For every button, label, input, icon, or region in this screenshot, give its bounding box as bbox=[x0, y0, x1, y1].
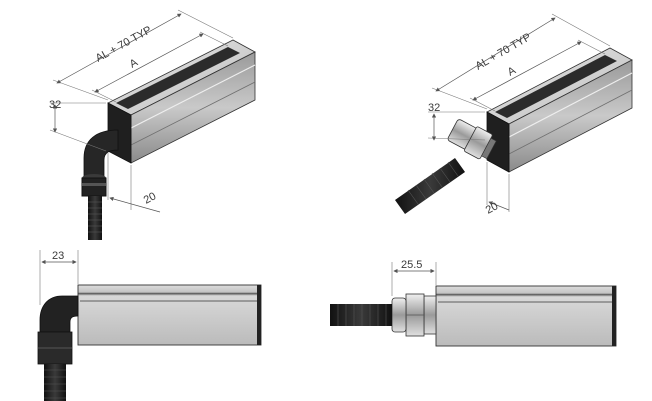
cable bbox=[395, 158, 465, 214]
cable bbox=[330, 304, 392, 326]
dim-total-length-label: AL + 70 TYP bbox=[94, 24, 154, 65]
housing-side bbox=[77, 284, 262, 346]
straight-gland bbox=[391, 293, 437, 337]
iso-view-elbow: AL + 70 TYP A 32 20 bbox=[49, 9, 256, 240]
elbow-nut bbox=[81, 177, 107, 197]
iso-view-straight: AL + 70 TYP A 32 20 bbox=[395, 13, 633, 217]
dim-height-label: 32 bbox=[49, 99, 61, 111]
straight-gland bbox=[447, 119, 497, 160]
dim-total-length-label: AL + 70 TYP bbox=[474, 31, 534, 72]
dim-offset-label: 25.5 bbox=[401, 259, 422, 271]
cable bbox=[88, 196, 102, 240]
side-view-elbow: 23 bbox=[37, 250, 262, 401]
dim-offset-label: 23 bbox=[52, 250, 64, 262]
housing-side bbox=[435, 285, 617, 347]
dim-height-label: 32 bbox=[428, 102, 440, 114]
cable bbox=[44, 364, 66, 401]
dim-depth-label: 20 bbox=[142, 190, 158, 206]
side-view-straight: 25.5 bbox=[330, 259, 617, 347]
dim-depth-label: 20 bbox=[484, 200, 500, 216]
elbow-fitting bbox=[39, 295, 79, 333]
